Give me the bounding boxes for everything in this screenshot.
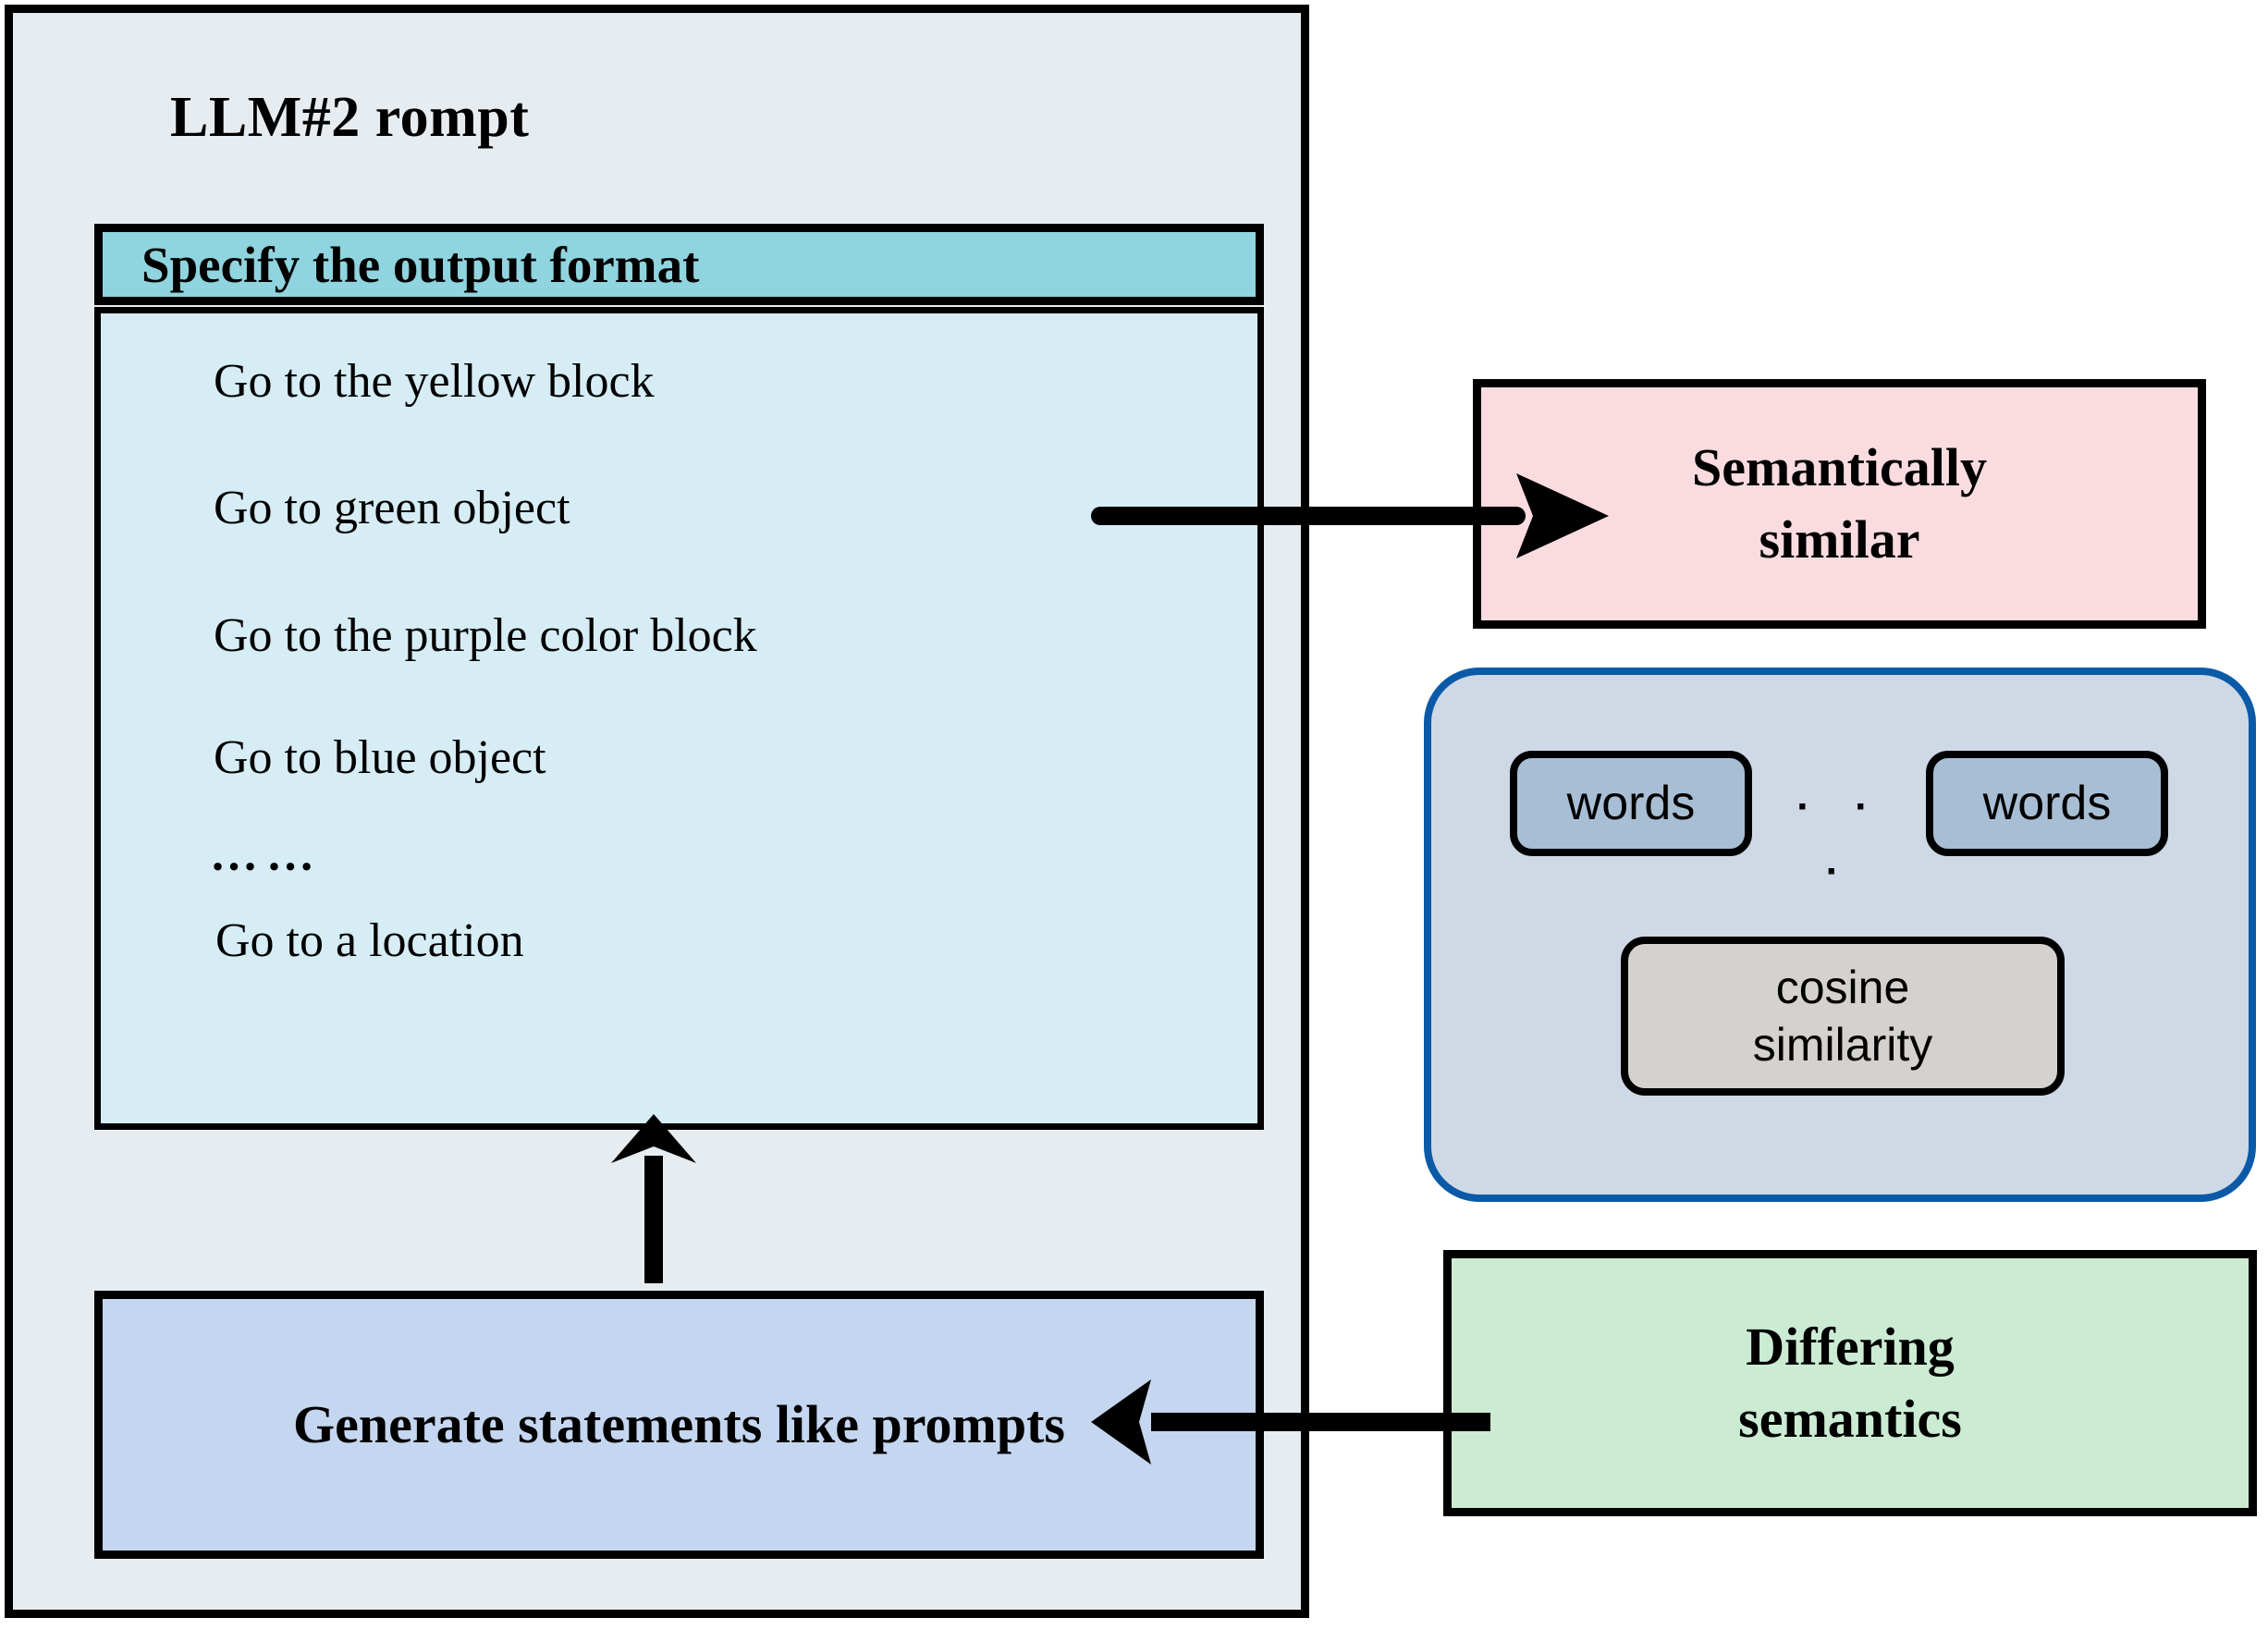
generate-statements-label: Generate statements like prompts xyxy=(293,1393,1065,1454)
page-title: LLM#2 rompt xyxy=(170,86,530,149)
cosine-similarity-line-1: cosine xyxy=(1775,961,1910,1013)
cosine-similarity-pill: cosine similarity xyxy=(1621,937,2065,1096)
list-item: Go to the yellow block xyxy=(214,355,655,408)
semantically-similar-line-2: similar xyxy=(1759,509,1920,570)
differing-semantics-label: Differing semantics xyxy=(1738,1311,1962,1456)
statement-list-box: Go to the yellow block Go to green objec… xyxy=(94,307,1264,1130)
list-item-final: Go to a location xyxy=(215,914,524,967)
embedding-similarity-panel: words · · · words cosine similarity xyxy=(1424,668,2256,1202)
list-item: Go to green object xyxy=(214,482,570,534)
word-pill-ellipsis: · · · xyxy=(1796,784,1885,895)
list-item: Go to blue object xyxy=(214,731,546,784)
semantically-similar-label: Semantically similar xyxy=(1692,432,1987,577)
list-ellipsis: …… xyxy=(210,828,323,881)
word-pill-right: words xyxy=(1926,751,2168,856)
generate-statements-box: Generate statements like prompts xyxy=(94,1291,1264,1559)
word-pill-left: words xyxy=(1510,751,1752,856)
cosine-similarity-line-2: similarity xyxy=(1752,1019,1933,1071)
differing-semantics-line-2: semantics xyxy=(1738,1389,1962,1449)
differing-semantics-box: Differing semantics xyxy=(1443,1250,2257,1516)
semantically-similar-line-1: Semantically xyxy=(1692,436,1987,497)
header-label: Specify the output format xyxy=(141,236,700,293)
llm-prompt-panel: LLM#2 rompt Specify the output format Go… xyxy=(5,5,1309,1618)
differing-semantics-line-1: Differing xyxy=(1746,1316,1955,1377)
specify-output-format-header: Specify the output format xyxy=(94,224,1264,305)
list-item: Go to the purple color block xyxy=(214,609,757,662)
semantically-similar-box: Semantically similar xyxy=(1473,379,2206,629)
